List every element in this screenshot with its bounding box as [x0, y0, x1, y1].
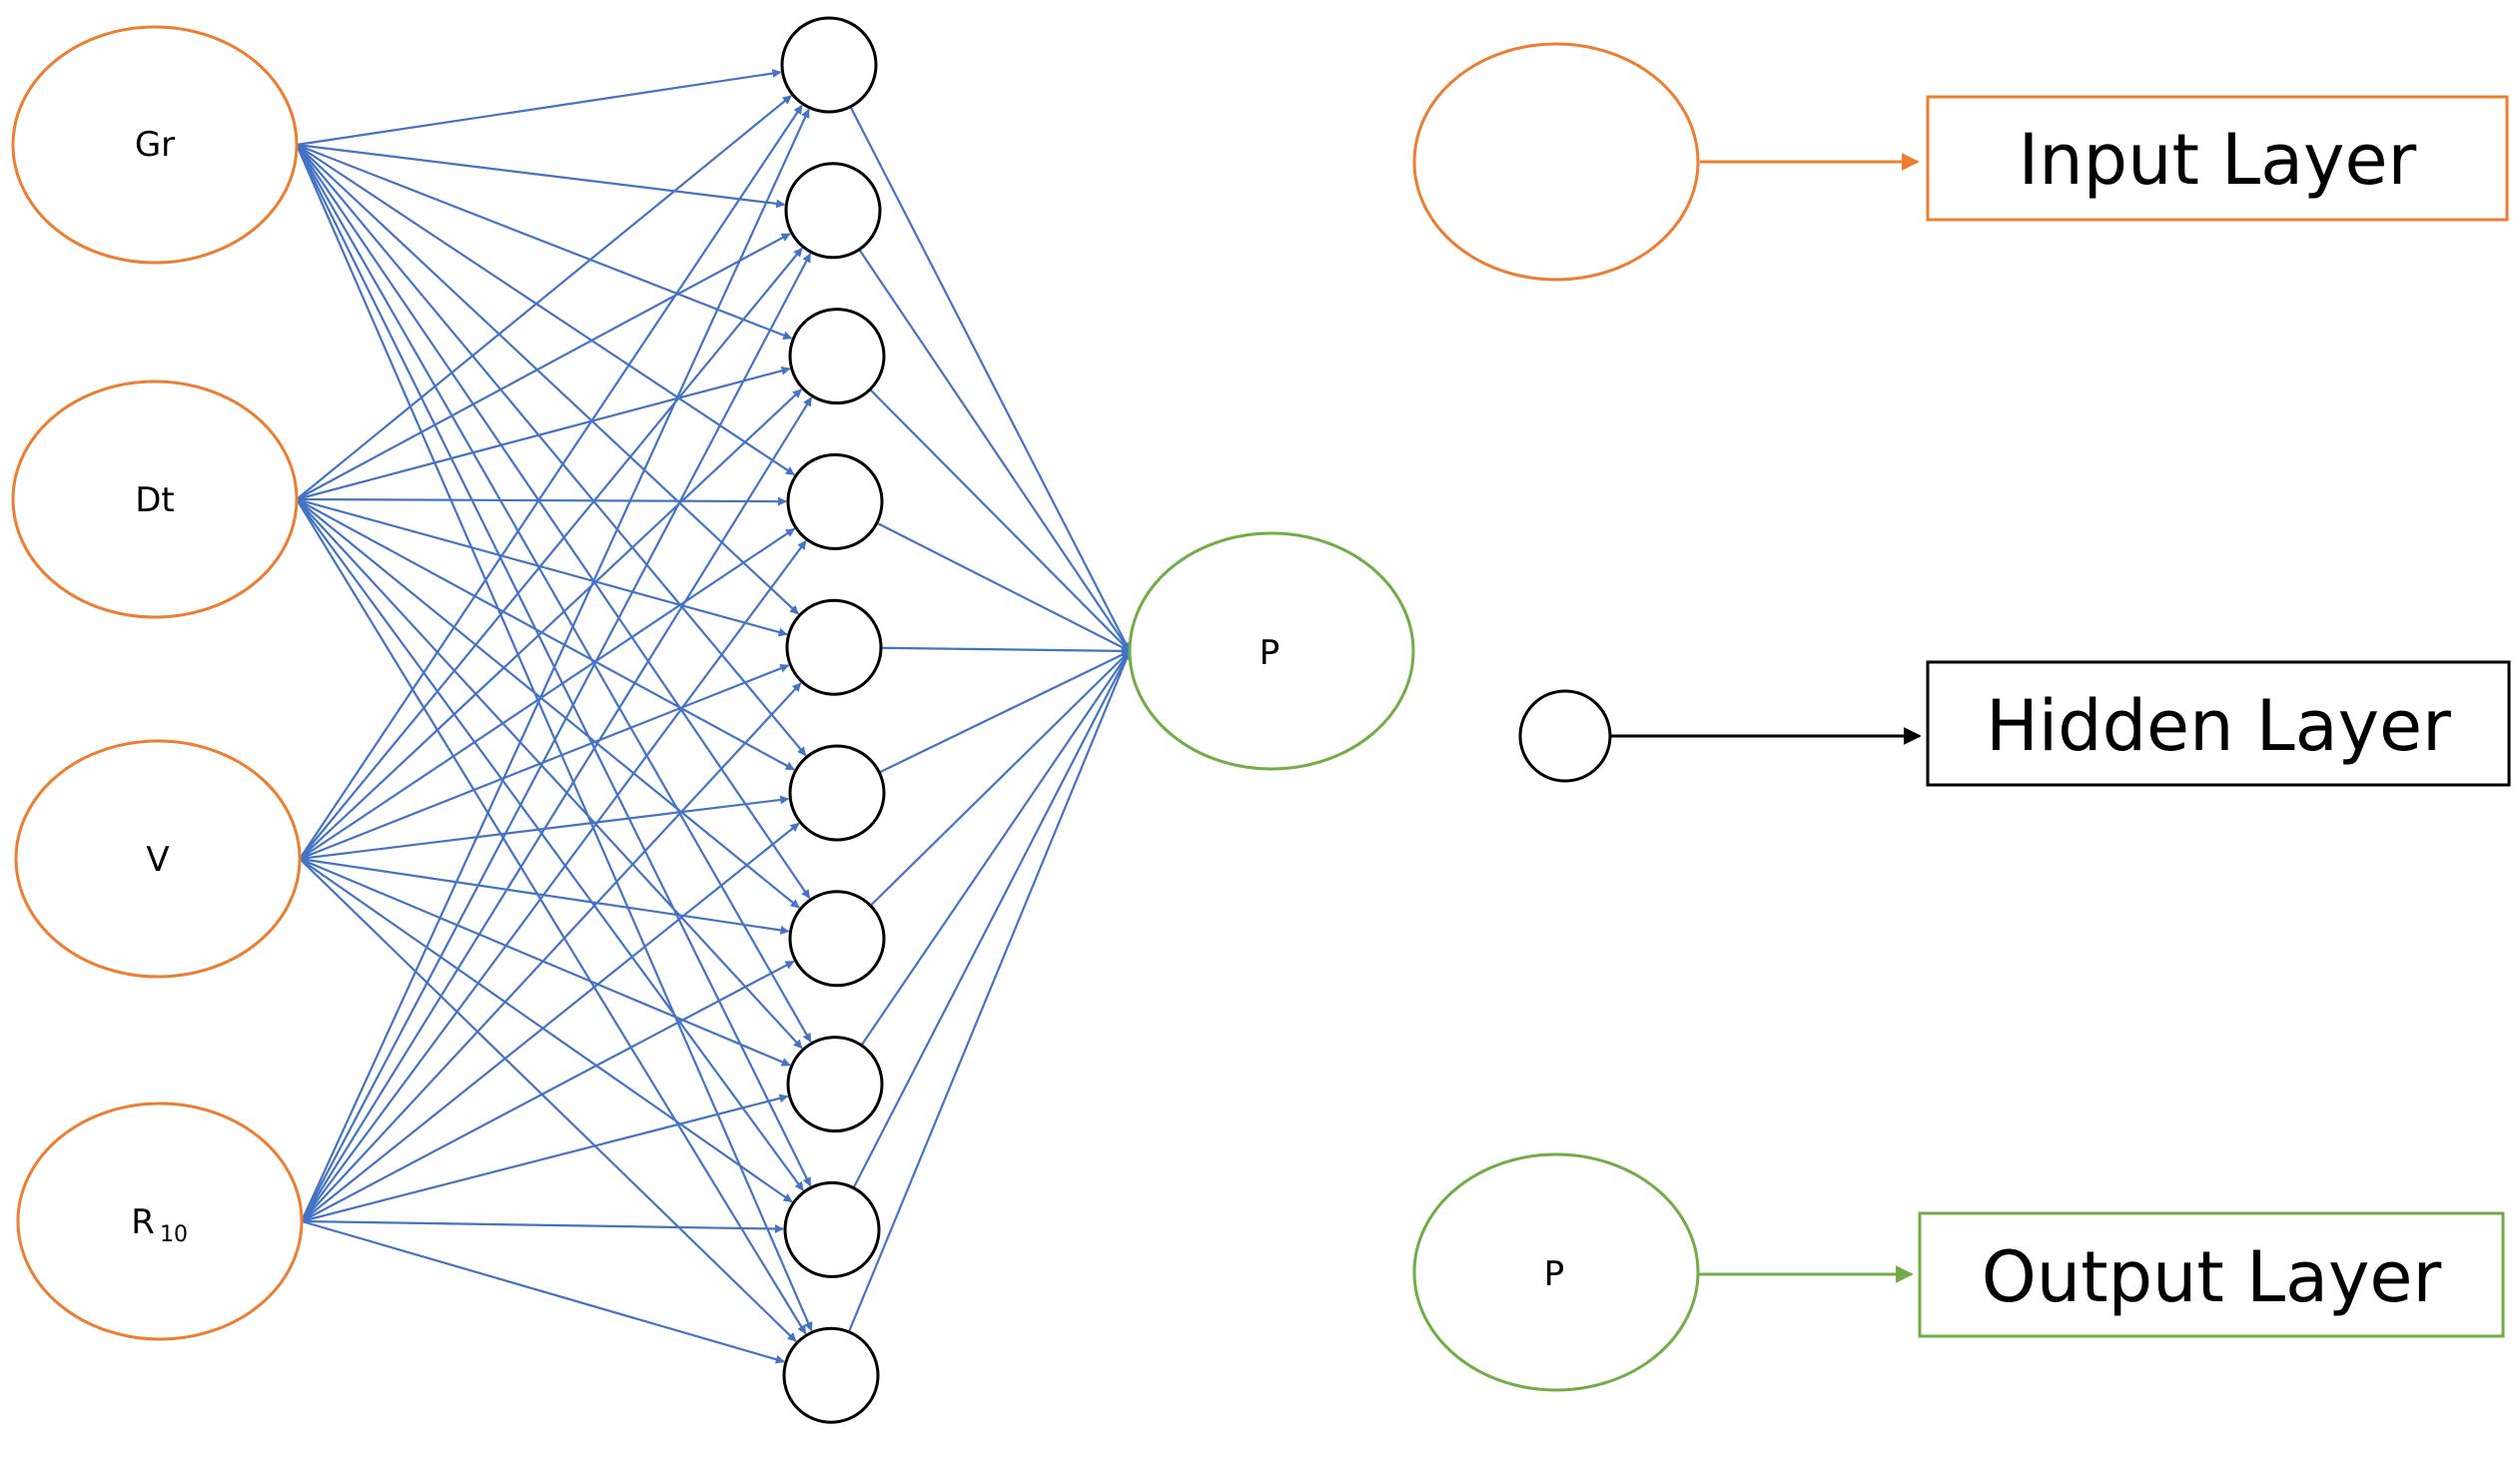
hidden-node — [783, 1180, 881, 1278]
legend-hidden-layer: Hidden Layer — [1518, 660, 2511, 787]
input-node-gr: Gr — [11, 25, 299, 265]
legend-input-label: Input Layer — [2019, 119, 2417, 201]
input-hidden-connection — [296, 144, 799, 615]
input-hidden-connection — [296, 233, 791, 500]
legend-output-layer: P Output Layer — [1412, 1152, 2505, 1392]
legend: Input Layer Hidden Layer P Output Layer — [1412, 42, 2511, 1392]
legend-output-label: Output Layer — [1982, 1236, 2442, 1318]
input-hidden-connection — [301, 1219, 784, 1233]
input-hidden-connection — [296, 498, 803, 1050]
hidden-to-output-connections — [847, 106, 1132, 1333]
input-hidden-connection — [296, 498, 804, 1191]
input-hidden-connection — [296, 498, 807, 1335]
input-hidden-connection — [299, 858, 793, 1203]
legend-input-node — [1412, 42, 1700, 282]
hidden-node — [780, 16, 878, 114]
input-hidden-connection — [296, 144, 812, 1187]
legend-output-node — [1412, 1152, 1700, 1392]
input-node-v: V — [14, 739, 302, 979]
hidden-output-connection — [869, 650, 1131, 907]
input-to-hidden-connections — [295, 69, 813, 1364]
input-hidden-connection — [301, 1094, 789, 1223]
output-node: P — [1128, 531, 1415, 771]
legend-hidden-node — [1518, 689, 1612, 783]
input-hidden-connection — [296, 496, 787, 506]
hidden-output-connection — [860, 650, 1131, 1047]
hidden-output-connection — [880, 646, 1131, 656]
output-node-label: P — [1260, 633, 1280, 673]
input-hidden-connection — [299, 664, 790, 861]
input-hidden-connection — [296, 144, 807, 757]
hidden-layer-nodes — [780, 16, 886, 1424]
input-hidden-connection — [296, 144, 811, 900]
hidden-node — [784, 162, 882, 260]
legend-hidden-label: Hidden Layer — [1986, 685, 2451, 767]
hidden-node — [786, 1036, 884, 1133]
legend-output-box — [1918, 1211, 2505, 1338]
hidden-output-connection — [878, 650, 1131, 774]
hidden-node — [788, 308, 886, 405]
hidden-output-connection — [849, 106, 1131, 652]
input-hidden-connection — [301, 1219, 785, 1364]
input-hidden-connection — [301, 822, 800, 1222]
input-hidden-connection — [299, 388, 802, 860]
hidden-node — [782, 1326, 880, 1424]
hidden-node — [788, 744, 886, 842]
input-node-label: V — [146, 840, 169, 880]
legend-input-box — [1926, 95, 2509, 222]
legend-hidden-box — [1926, 660, 2511, 787]
legend-output-node-label: P — [1544, 1254, 1565, 1294]
input-node-dt: Dt — [11, 379, 299, 619]
hidden-node — [785, 598, 883, 696]
input-hidden-connection — [299, 858, 797, 1342]
input-hidden-connection — [299, 857, 791, 1067]
input-node-r10: R 10 — [16, 1101, 304, 1341]
input-hidden-connection — [301, 960, 795, 1222]
input-hidden-connection — [296, 144, 812, 1043]
hidden-node — [786, 452, 884, 550]
input-hidden-connection — [296, 498, 800, 909]
input-hidden-connection — [301, 682, 802, 1222]
input-hidden-connection — [296, 69, 782, 147]
input-node-label: Gr — [135, 125, 175, 165]
input-hidden-connection — [299, 105, 803, 860]
input-hidden-connection — [296, 143, 786, 209]
input-hidden-connection — [301, 253, 812, 1222]
input-hidden-connection — [296, 497, 788, 637]
input-hidden-connection — [296, 95, 792, 500]
input-hidden-connection — [299, 857, 790, 935]
hidden-output-connection — [847, 650, 1132, 1333]
input-hidden-connection — [300, 108, 810, 1222]
input-hidden-connection — [301, 540, 807, 1222]
hidden-output-connection — [876, 521, 1131, 652]
input-node-label: R — [131, 1202, 155, 1242]
legend-input-layer: Input Layer — [1412, 42, 2509, 282]
input-hidden-connection — [296, 143, 793, 340]
input-hidden-connection — [296, 498, 795, 771]
input-node-subscript: 10 — [160, 1222, 188, 1247]
input-hidden-connection — [299, 247, 803, 860]
hidden-output-connection — [852, 650, 1131, 1189]
hidden-output-connection — [858, 249, 1131, 652]
input-hidden-connection — [296, 144, 795, 476]
input-hidden-connection — [299, 795, 790, 861]
hidden-output-connection — [869, 388, 1131, 652]
hidden-node — [788, 890, 886, 988]
input-hidden-connection — [296, 366, 791, 501]
input-node-label: Dt — [135, 480, 175, 520]
input-hidden-connection — [295, 144, 813, 1332]
input-hidden-connection — [299, 527, 795, 860]
input-hidden-connection — [301, 396, 813, 1222]
